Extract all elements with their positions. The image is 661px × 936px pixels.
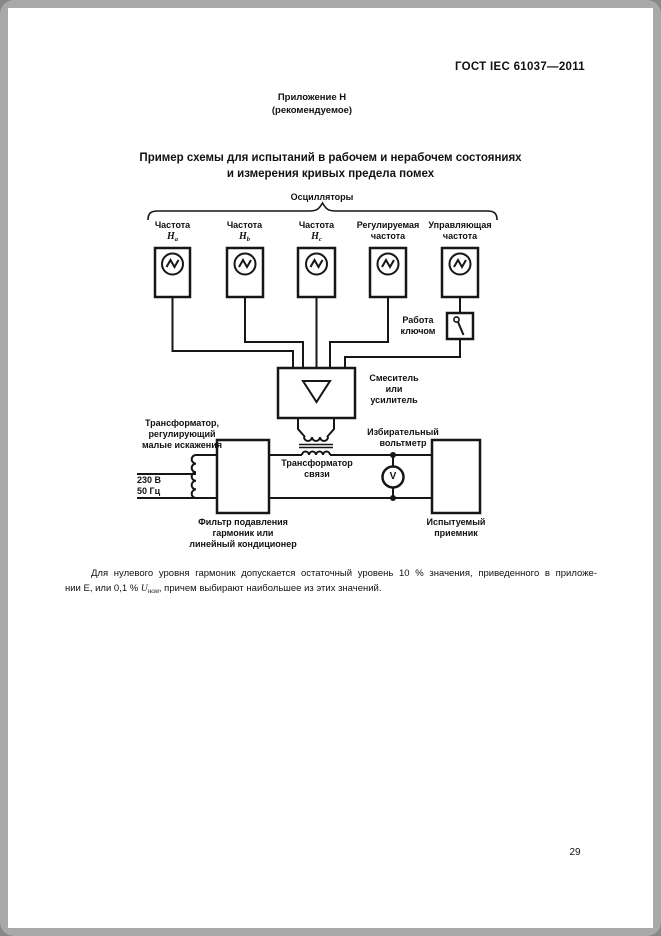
coupling-transformer [297, 418, 335, 456]
figure-title: Пример схемы для испытаний в рабочем и н… [80, 150, 581, 182]
footnote-line2: нии Е, или 0,1 % Uном, причем выбирают н… [65, 583, 382, 595]
oscillator-boxes [153, 246, 480, 299]
page-number: 29 [569, 847, 581, 858]
voltmeter-circle [381, 465, 405, 489]
receiver-box [430, 438, 482, 515]
brace [147, 201, 498, 221]
oscillator-box [296, 246, 337, 299]
junction-dot [390, 495, 396, 501]
appendix-label: Приложение Н [277, 92, 347, 103]
supply-label: 230 В 50 Гц [137, 475, 162, 496]
key-switch [445, 311, 475, 341]
oscillators-group-label: Осцилляторы [290, 192, 354, 202]
mixer-box [276, 366, 357, 420]
paper-sheet [8, 8, 653, 928]
voltmeter [381, 452, 405, 501]
footnote: Для нулевого уровня гармоник допускается… [65, 566, 597, 599]
filter-label: Фильтр подавления гармоник или линейный … [189, 517, 297, 549]
coupling-transformer-label: Трансформатор связи [281, 458, 353, 479]
osc-label-control: Управляющая частота [428, 220, 492, 241]
output-wires [269, 454, 432, 499]
osc-label-adjustable: Регулируемая частота [356, 220, 420, 241]
voltmeter-symbol: V [389, 471, 397, 482]
oscillator-box [440, 246, 480, 299]
key-switch-label: Работа ключом [400, 315, 436, 336]
osc-label-ha: Частота Ha [154, 220, 191, 243]
amplifier-triangle-icon [301, 380, 332, 404]
sine-source-icons [161, 252, 472, 276]
oscillator-box [153, 246, 192, 299]
figure-title-line1: Пример схемы для испытаний в рабочем и н… [139, 152, 522, 164]
standard-header: ГОСТ IEC 61037—2011 [454, 61, 585, 73]
filter-box [215, 438, 271, 515]
appendix-type: (рекомендуемое) [271, 105, 353, 116]
oscillator-wires [171, 297, 461, 368]
osc-label-hc: Частота Hc [298, 220, 335, 243]
appendix-heading: Приложение Н (рекомендуемое) [242, 91, 382, 117]
footnote-line1: Для нулевого уровня гармоник допускается… [91, 568, 597, 579]
osc-label-hb: Частота Hb [226, 220, 263, 243]
oscillator-box [225, 246, 265, 299]
figure-title-line2: и измерения кривых предела помех [226, 168, 435, 180]
supply-and-regulating-coil [137, 454, 217, 499]
mixer-label: Смеситель или усилитель [369, 373, 419, 405]
receiver-label: Испытуемый приемник [426, 517, 486, 538]
voltmeter-label: Избирательный вольтметр [367, 427, 439, 448]
regulating-transformer-label: Трансформатор, регулирующий малые искаже… [142, 418, 222, 450]
junction-dot [390, 452, 396, 458]
oscillator-box [368, 246, 408, 299]
